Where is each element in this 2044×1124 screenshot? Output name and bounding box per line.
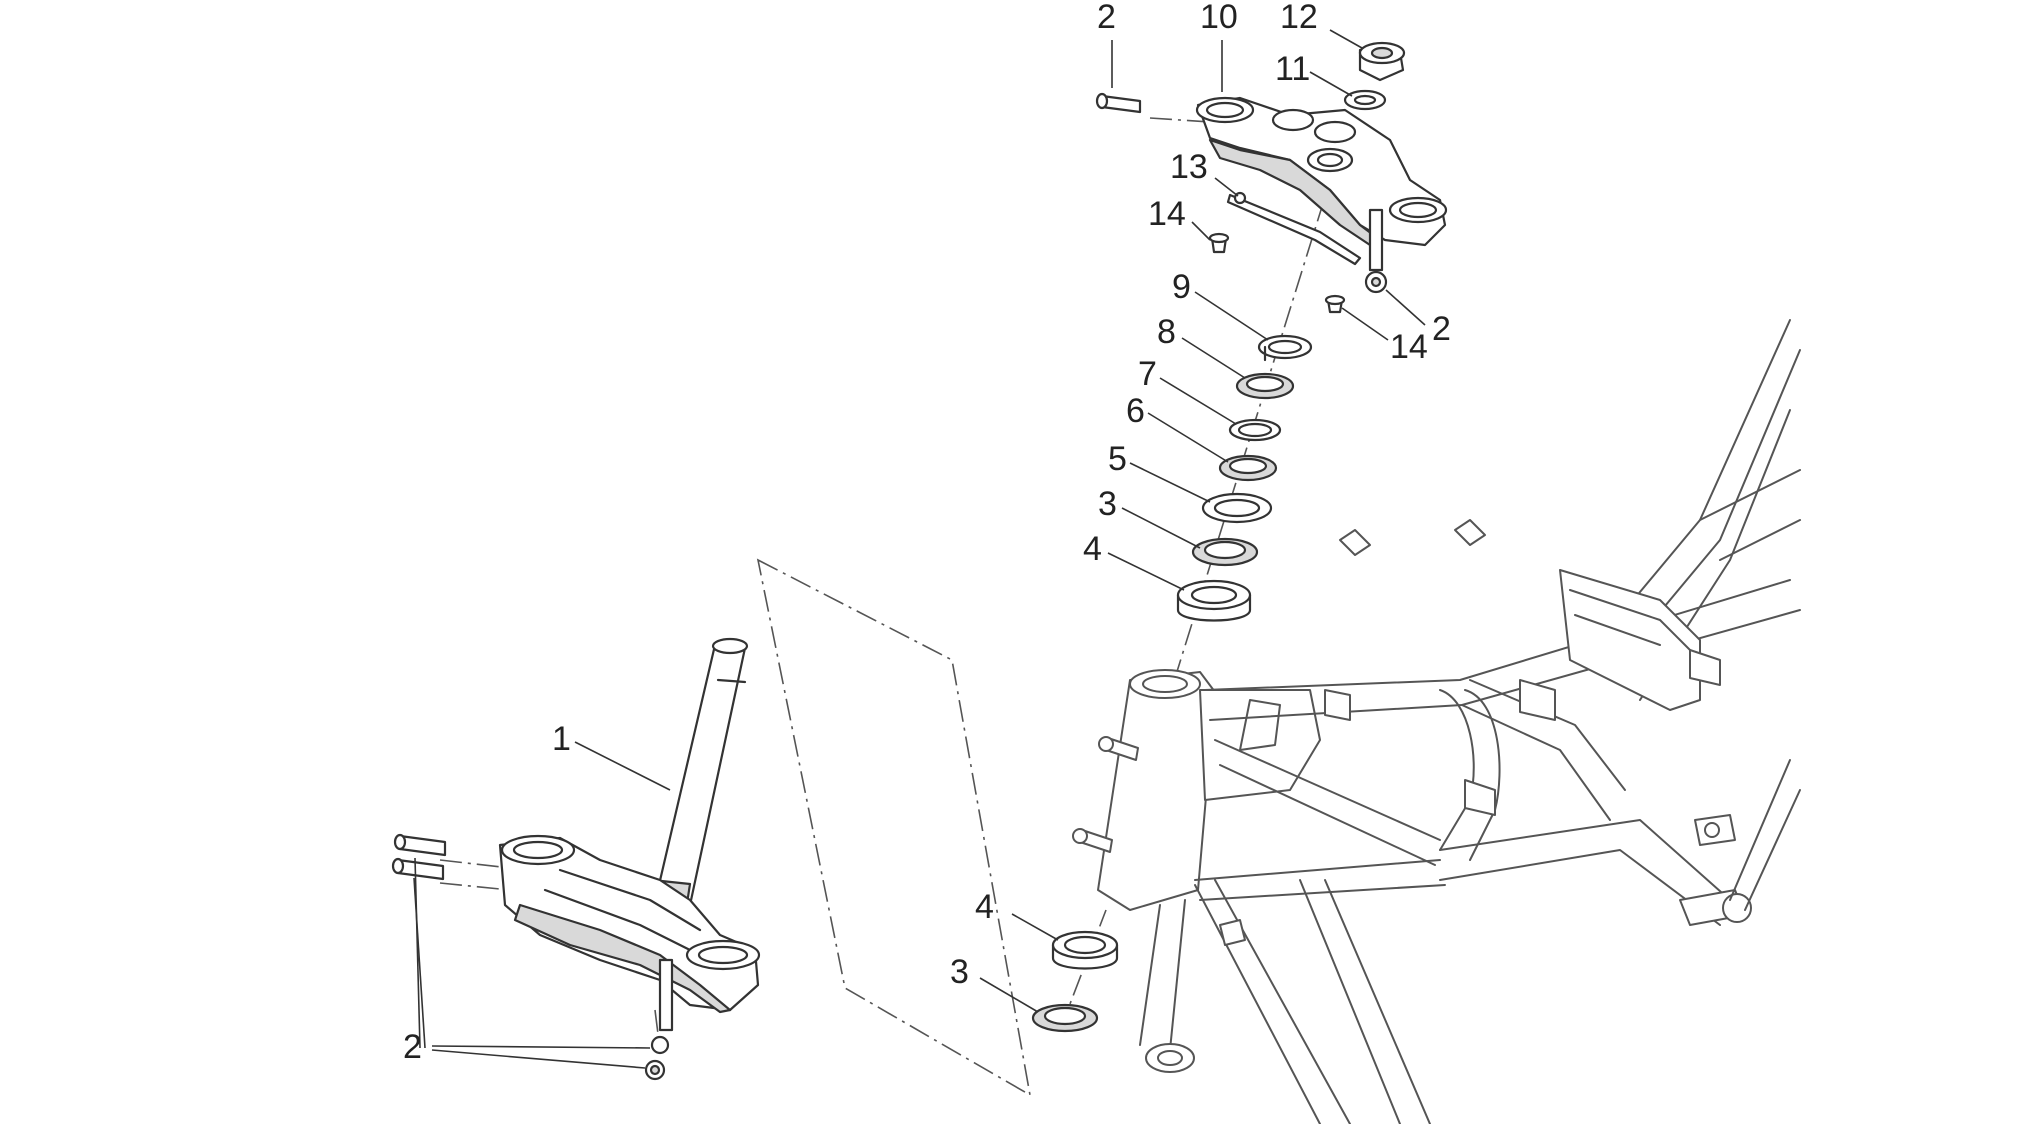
callout-1: 1 xyxy=(552,720,571,758)
callout-4-upper: 4 xyxy=(1083,530,1102,568)
callout-14-right: 14 xyxy=(1390,328,1428,366)
callout-10: 10 xyxy=(1200,0,1238,36)
callout-3-upper: 3 xyxy=(1098,485,1117,523)
callout-2-bottom: 2 xyxy=(403,1028,422,1066)
callout-5: 5 xyxy=(1108,440,1127,478)
lower-bearing-parts xyxy=(1031,930,1119,1033)
bearing-stack xyxy=(1176,334,1313,622)
callout-12: 12 xyxy=(1280,0,1318,36)
motorcycle-frame xyxy=(1072,319,1801,1124)
callout-labels: 2 10 12 11 13 14 2 14 9 8 7 6 5 3 4 4 3 … xyxy=(403,0,1451,1066)
bolt-2-bottom-b xyxy=(396,858,445,881)
callout-4-lower: 4 xyxy=(975,888,994,926)
top-yoke-assembly xyxy=(1095,41,1448,314)
callout-7: 7 xyxy=(1138,355,1157,393)
callout-8: 8 xyxy=(1157,313,1176,351)
plate-13 xyxy=(1226,193,1362,266)
steering-stem-1 xyxy=(653,643,747,907)
callout-9: 9 xyxy=(1172,268,1191,306)
bolt-2-bottom-a xyxy=(398,834,447,857)
callout-11: 11 xyxy=(1275,50,1310,88)
callout-2-right: 2 xyxy=(1432,310,1451,348)
callout-13: 13 xyxy=(1170,148,1208,186)
callout-6: 6 xyxy=(1126,392,1145,430)
callout-14-left: 14 xyxy=(1148,195,1186,233)
leader-lines xyxy=(413,29,1426,1069)
callout-3-lower: 3 xyxy=(950,953,969,991)
callout-2-top: 2 xyxy=(1097,0,1116,36)
bolt-2-right xyxy=(1368,208,1384,272)
bolt-2-bottom-c xyxy=(650,1035,670,1055)
bottom-yoke-assembly xyxy=(391,637,761,1081)
